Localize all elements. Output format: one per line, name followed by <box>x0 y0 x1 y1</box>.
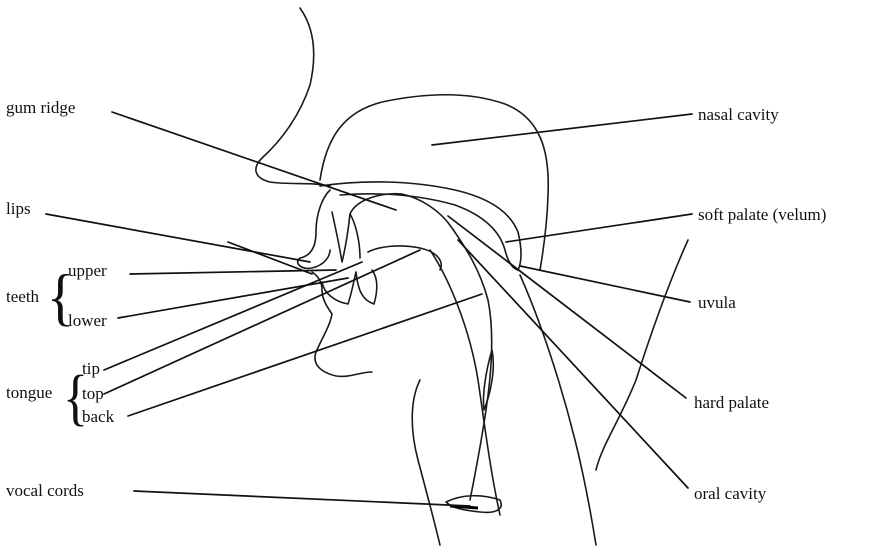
label-vocal-cords: vocal cords <box>6 481 84 500</box>
label-gum-ridge: gum ridge <box>6 98 75 117</box>
label-lips: lips <box>6 199 31 218</box>
label-tongue-top: top <box>82 384 104 403</box>
leader-lines <box>46 112 692 506</box>
anatomy-outline <box>256 8 688 545</box>
vocal-cords-outline <box>446 496 501 513</box>
upper-teeth-outline <box>332 212 360 262</box>
label-tongue: tongue <box>6 383 52 402</box>
label-teeth-lower: lower <box>68 311 107 330</box>
nose-outline <box>256 8 330 186</box>
leader-soft-palate <box>506 214 692 242</box>
label-teeth-upper: upper <box>68 261 107 280</box>
upper-lip-outline <box>298 190 330 268</box>
label-oral-cavity: oral cavity <box>694 484 767 503</box>
leader-hard-palate <box>448 216 686 398</box>
leader-vocal-cords <box>134 491 470 506</box>
label-uvula: uvula <box>698 293 736 312</box>
leader-tongue-tip <box>104 262 362 370</box>
leader-tongue-back <box>128 294 482 416</box>
neck-back-outline <box>520 275 596 545</box>
label-nasal-cavity: nasal cavity <box>698 105 779 124</box>
lower-lip-outline <box>312 272 372 376</box>
throat-front-outline <box>412 380 440 545</box>
label-teeth: teeth <box>6 287 40 306</box>
label-tongue-tip: tip <box>82 359 100 378</box>
label-hard-palate: hard palate <box>694 393 769 412</box>
leader-lips-1 <box>46 214 310 262</box>
leader-uvula <box>520 266 690 302</box>
label-tongue-back: back <box>82 407 115 426</box>
leader-gum-ridge <box>112 112 396 210</box>
spine-outline <box>596 240 688 470</box>
label-soft-palate: soft palate (velum) <box>698 205 826 224</box>
leader-nasal-cavity <box>432 114 692 145</box>
